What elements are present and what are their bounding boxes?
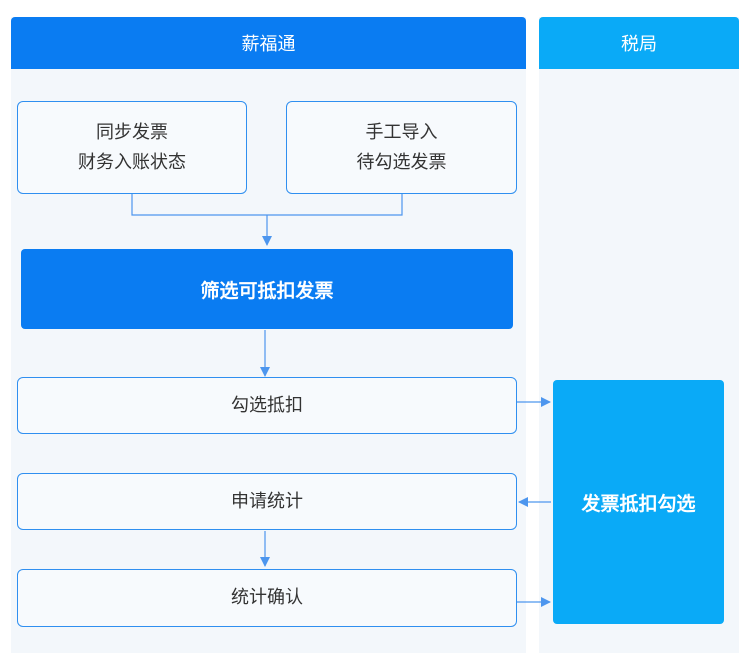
lane-xinfutong-header: 薪福通	[11, 17, 526, 69]
lane-xinfutong-title: 薪福通	[241, 34, 296, 55]
merge-connector	[131, 194, 403, 216]
node-apply-statistics: 申请统计	[17, 473, 517, 530]
node-manual-import: 手工导入 待勾选发票	[286, 101, 517, 194]
node-manual-import-line1: 手工导入	[365, 121, 438, 143]
node-apply-statistics-label: 申请统计	[231, 490, 303, 512]
node-statistics-confirm: 统计确认	[17, 569, 517, 627]
node-check-deduct-label: 勾选抵扣	[231, 394, 303, 416]
node-statistics-confirm-label: 统计确认	[231, 587, 303, 608]
lane-tax-bureau-header: 税局	[539, 17, 739, 69]
node-invoice-deduct-check: 发票抵扣勾选	[553, 380, 724, 624]
node-filter-deductible-label: 筛选可抵扣发票	[200, 279, 334, 302]
node-manual-import-line2: 待勾选发票	[356, 151, 447, 173]
node-filter-deductible: 筛选可抵扣发票	[21, 249, 513, 329]
lane-tax-bureau-title: 税局	[621, 34, 657, 55]
node-invoice-deduct-check-label: 发票抵扣勾选	[581, 492, 696, 515]
node-sync-invoice: 同步发票 财务入账状态	[17, 101, 247, 194]
node-sync-invoice-line2: 财务入账状态	[78, 151, 186, 173]
node-check-deduct: 勾选抵扣	[17, 377, 517, 434]
node-sync-invoice-line1: 同步发票	[96, 121, 168, 143]
